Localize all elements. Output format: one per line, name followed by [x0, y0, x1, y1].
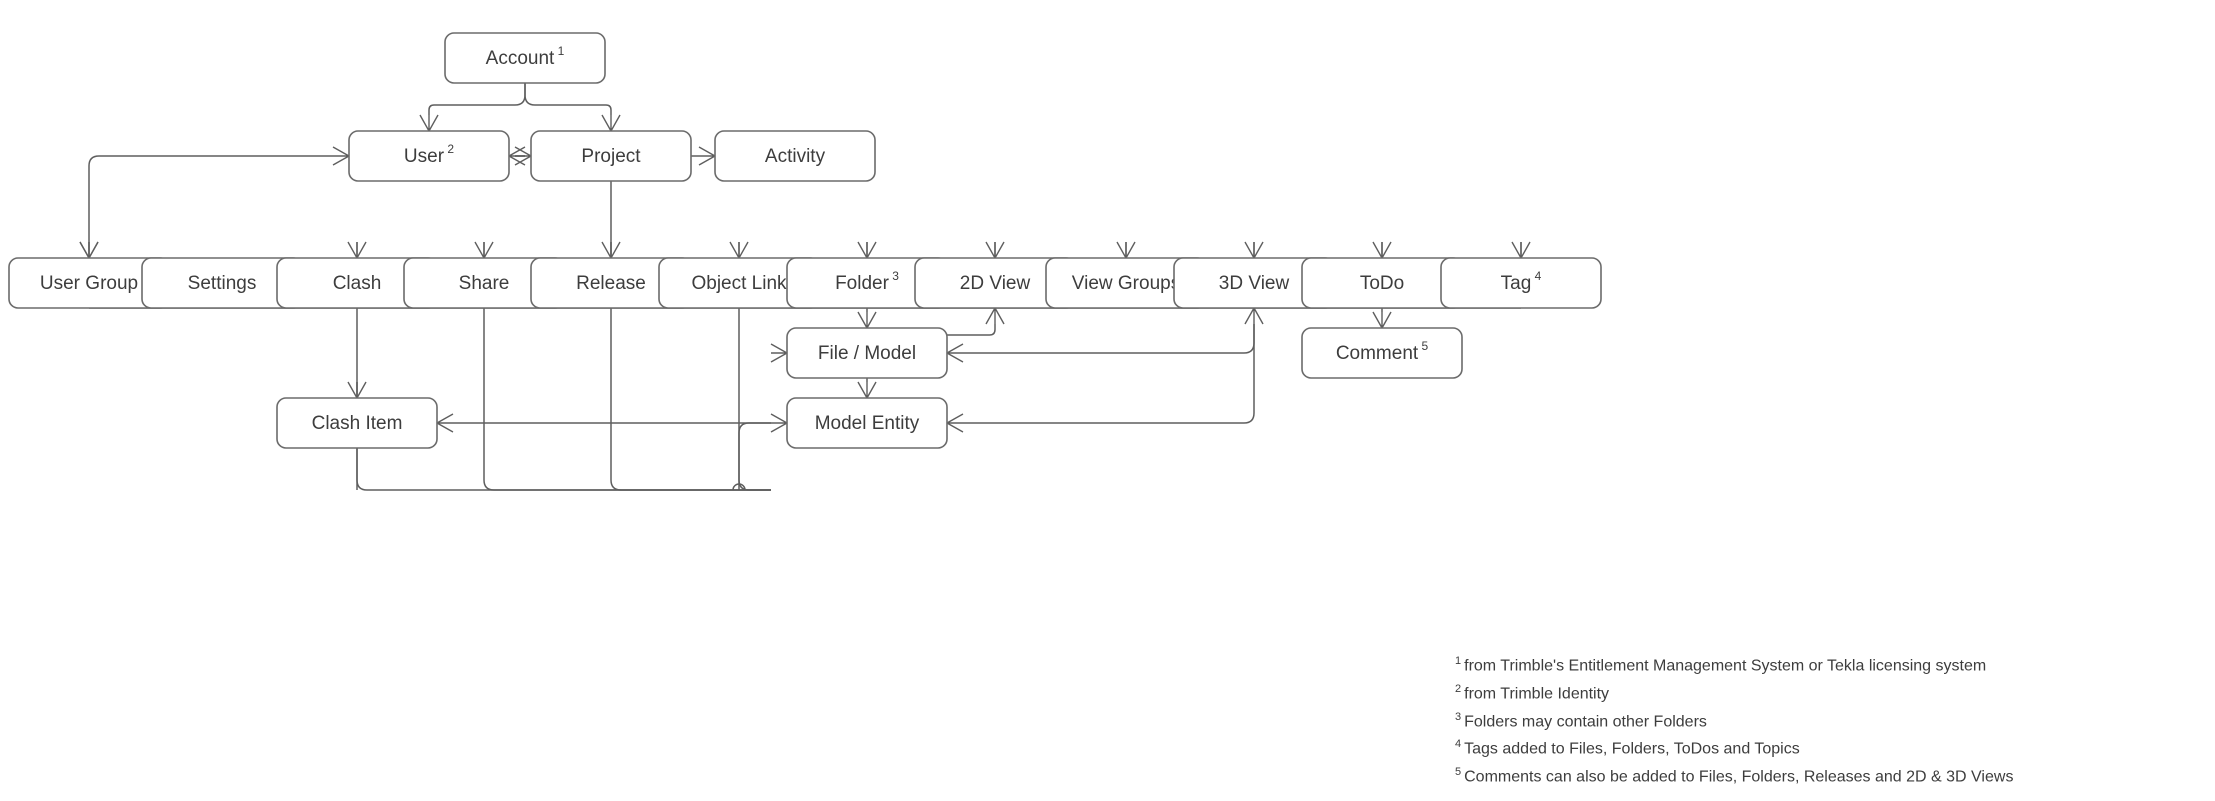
entity-usergroup[interactable]: User Group [8, 257, 170, 309]
entity-release[interactable]: Release [530, 257, 692, 309]
entity-filemodel[interactable]: File / Model [786, 327, 948, 379]
entity-clash[interactable]: Clash [276, 257, 438, 309]
footnote-marker: 3 [1455, 710, 1462, 723]
entity-project[interactable]: Project [530, 130, 692, 182]
entity-label: Folder 3 [835, 269, 899, 294]
footnote-text: from Trimble Identity [1464, 685, 1610, 703]
footnote-text: Comments can also be added to Files, Fol… [1464, 768, 2014, 786]
entity-label: Account 1 [486, 44, 565, 69]
footnote-text: Folders may contain other Folders [1464, 712, 1707, 730]
entity-share[interactable]: Share [403, 257, 565, 309]
entity-todo[interactable]: ToDo [1301, 257, 1463, 309]
entity-label: View Groups [1072, 273, 1180, 294]
entity-label: Clash Item [312, 413, 403, 434]
entity-viewgroups[interactable]: View Groups [1045, 257, 1207, 309]
footnote-marker: 4 [1455, 738, 1462, 751]
entity-label: 2D View [960, 273, 1031, 294]
entity-label: User 2 [404, 142, 454, 167]
entity-label: Model Entity [815, 413, 920, 434]
entity-label: Settings [188, 273, 257, 294]
entity-user[interactable]: User 2 [348, 130, 510, 182]
entity-label: 3D View [1219, 273, 1290, 294]
entity-clashitem[interactable]: Clash Item [276, 397, 438, 449]
entity-label: Share [459, 273, 510, 294]
entity-label: Activity [765, 146, 826, 167]
entity-view2d[interactable]: 2D View [914, 257, 1076, 309]
entity-objectlink[interactable]: Object Link [658, 257, 820, 309]
entity-label: Clash [333, 273, 382, 294]
footnote-marker: 2 [1455, 682, 1462, 695]
entity-label: Release [576, 273, 646, 294]
footnote-text: Tags added to Files, Folders, ToDos and … [1464, 740, 1800, 758]
entity-tag[interactable]: Tag 4 [1440, 257, 1602, 309]
entity-modelentity[interactable]: Model Entity [786, 397, 948, 449]
entity-folder[interactable]: Folder 3 [786, 257, 948, 309]
entity-activity[interactable]: Activity [714, 130, 876, 182]
entity-view3d[interactable]: 3D View [1173, 257, 1335, 309]
entity-label: ToDo [1360, 273, 1404, 294]
entity-comment[interactable]: Comment 5 [1301, 327, 1463, 379]
footnote-marker: 1 [1455, 655, 1462, 667]
entity-account[interactable]: Account 1 [444, 32, 606, 84]
entity-label: Comment 5 [1336, 339, 1429, 364]
entity-label: User Group [40, 273, 138, 294]
entity-settings[interactable]: Settings [141, 257, 303, 309]
entity-label: File / Model [818, 343, 916, 364]
entity-label: Project [581, 146, 641, 167]
entity-label: Tag 4 [1501, 269, 1542, 294]
footnote-marker: 5 [1455, 766, 1462, 779]
footnote-text: from Trimble's Entitlement Management Sy… [1464, 657, 1987, 675]
entity-label: Object Link [691, 273, 787, 294]
